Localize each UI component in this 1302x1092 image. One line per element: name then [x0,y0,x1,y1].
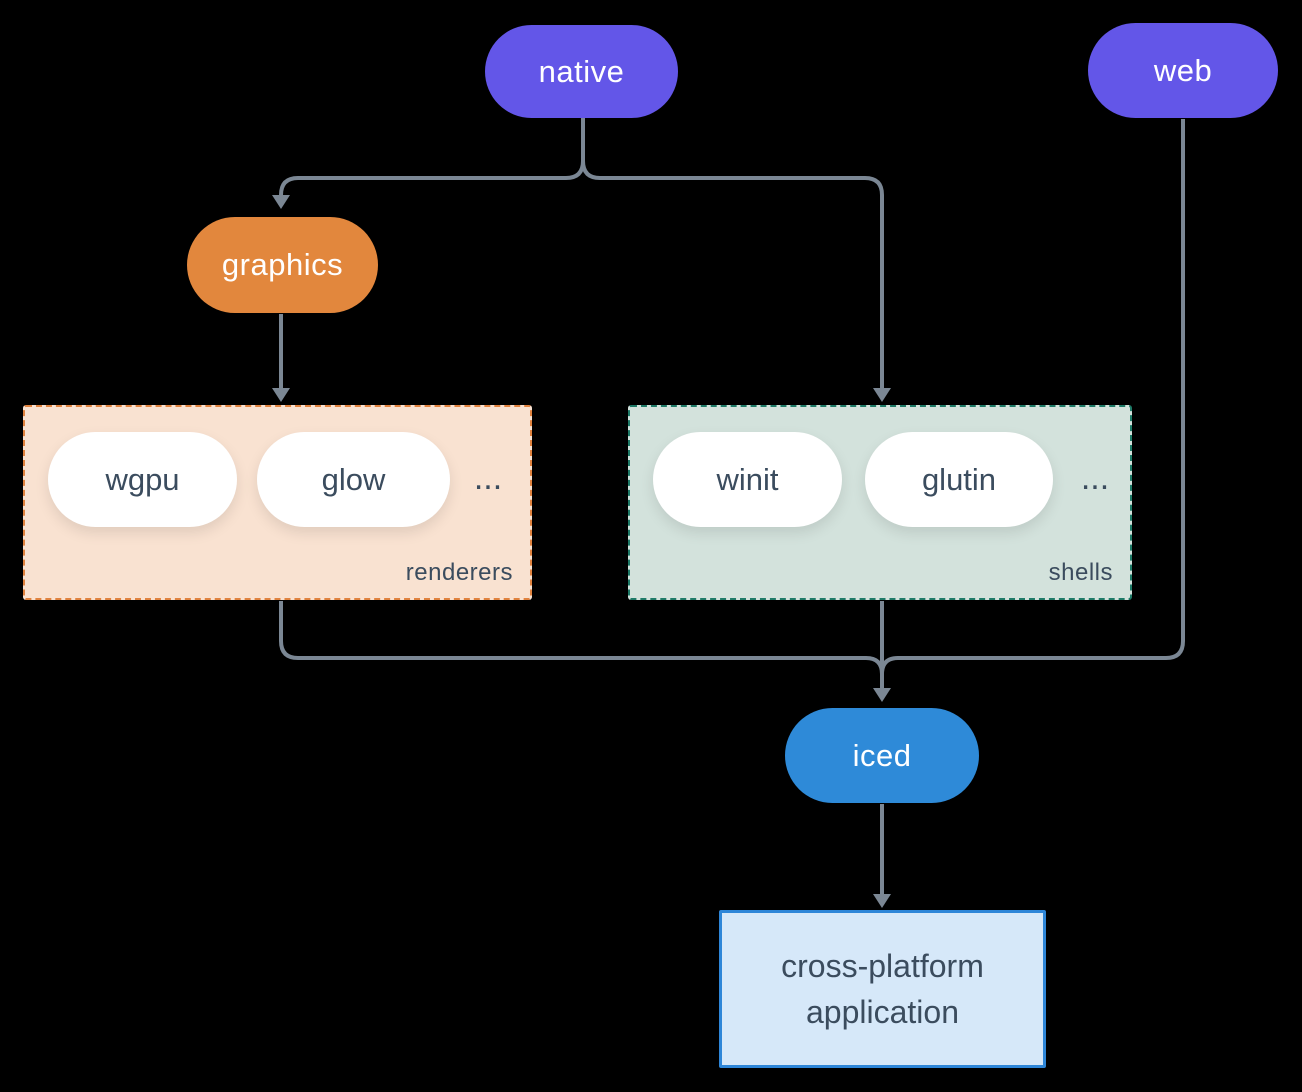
node-native: native [485,25,678,118]
node-graphics: graphics [187,217,378,313]
node-glow: glow [257,432,450,527]
application-label-line2: application [806,994,959,1030]
group-renderers: wgpu glow ... renderers [23,405,532,600]
renderers-group-label: renderers [405,559,513,586]
node-wgpu: wgpu [48,432,237,527]
arrowhead-into-iced [873,688,891,702]
arrowhead-into-renderers [272,388,290,402]
node-glutin: glutin [865,432,1053,527]
shells-group-label: shells [1048,559,1113,586]
edge-native-to-graphics [279,118,585,196]
edge-native-to-shells [581,118,884,389]
shells-ellipsis: ... [1080,459,1110,497]
node-web: web [1088,23,1278,118]
node-winit: winit [653,432,842,527]
arrowhead-into-shells [873,388,891,402]
group-shells: winit glutin ... shells [628,405,1132,600]
node-iced: iced [785,708,979,803]
renderers-ellipsis: ... [473,459,503,497]
edge-renderers-to-iced [279,601,884,675]
arrowhead-into-graphics [272,195,290,209]
node-cross-platform-application: cross-platform application [719,910,1046,1068]
application-label-line1: cross-platform [781,948,984,984]
arrowhead-into-application [873,894,891,908]
